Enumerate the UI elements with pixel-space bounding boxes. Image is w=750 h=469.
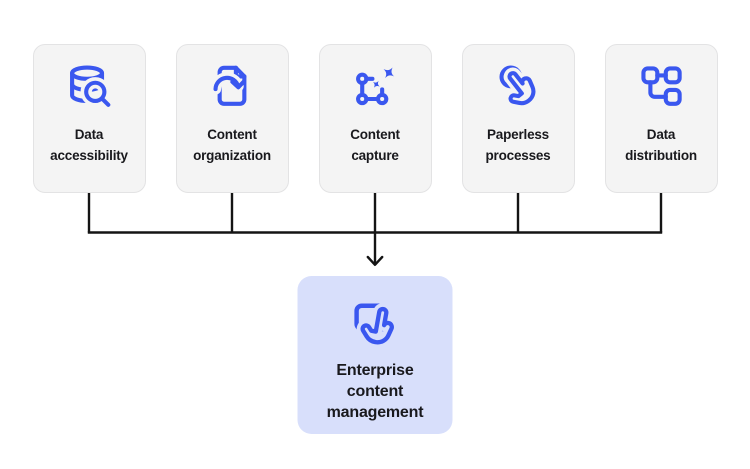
source-cards-row: Data accessibility Content organization <box>0 44 750 193</box>
card-label: Content capture <box>350 127 400 163</box>
tap-gesture-icon <box>492 60 544 112</box>
card-paperless-processes: Paperless processes <box>461 44 575 193</box>
selection-sparkles-icon <box>349 60 401 112</box>
document-sync-icon <box>206 60 258 112</box>
card-data-accessibility: Data accessibility <box>32 44 146 193</box>
card-label: Enterprise content management <box>326 362 424 421</box>
card-tap-icon <box>347 295 403 351</box>
card-label: Data accessibility <box>50 127 128 163</box>
card-enterprise-content-management: Enterprise content management <box>297 276 453 434</box>
card-label: Paperless processes <box>485 127 551 163</box>
database-search-icon <box>63 60 115 112</box>
connector-arrowhead <box>366 255 384 266</box>
card-data-distribution: Data distribution <box>604 44 718 193</box>
card-label: Data distribution <box>625 127 697 163</box>
flowchart-nodes-icon <box>635 60 687 112</box>
card-content-capture: Content capture <box>318 44 432 193</box>
card-content-organization: Content organization <box>175 44 289 193</box>
card-label: Content organization <box>193 127 271 163</box>
